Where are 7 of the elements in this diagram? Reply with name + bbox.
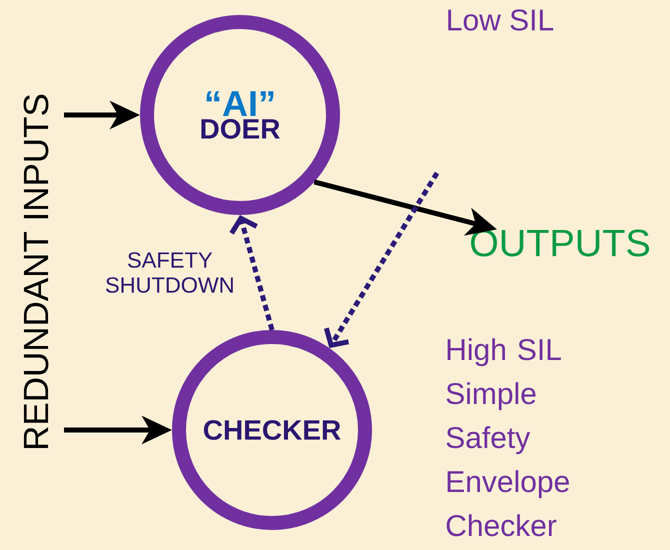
inputs-text: REDUNDANT INPUTS [24, 94, 48, 448]
sil-note: High SIL Simple Safety Envelope Checker [446, 338, 569, 536]
sil-label: Low SIL [448, 9, 554, 31]
outputs-text: OUTPUTS [471, 230, 650, 256]
arrow [229, 215, 274, 331]
edge-label: SAFETY SHUTDOWN [94, 251, 246, 294]
arrow [324, 172, 440, 348]
